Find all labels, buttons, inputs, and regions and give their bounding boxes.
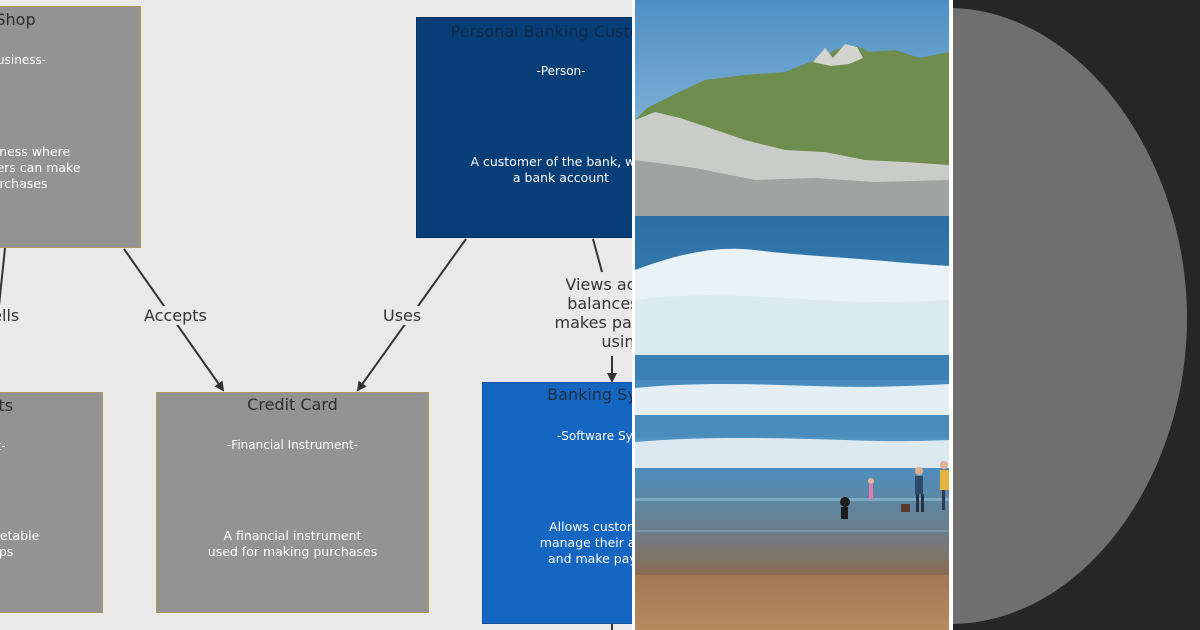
diagram-panel: Sells Accepts Uses Views account balance… (0, 0, 632, 630)
node-customer-type: -Person- (536, 64, 586, 78)
sea-band-2 (635, 355, 949, 380)
node-credit-card-desc-line-1: A financial instrument (223, 528, 362, 543)
node-credit-card-desc: A financial instrument used for making p… (157, 528, 428, 560)
edge-views (592, 238, 603, 273)
node-shop-title: Shop (0, 10, 36, 29)
edge-label-views-line-3: makes payments (554, 313, 632, 332)
beach-photo-illustration (635, 0, 949, 630)
node-products-type: -Product- (0, 439, 6, 453)
node-customer-desc: A customer of the bank, with a bank acco… (417, 154, 632, 186)
node-customer-desc-line-2: a bank account (512, 170, 610, 185)
wave-3 (635, 438, 949, 468)
shallows (635, 468, 949, 578)
node-credit-card-title: Credit Card (247, 395, 338, 414)
node-shop-desc-line-3: purchases (0, 176, 48, 191)
node-products-desc-line-1: Fruit and vegetable (0, 528, 40, 543)
edge-label-accepts: Accepts (144, 306, 207, 325)
node-shop-desc-line-1: A business where (0, 144, 71, 159)
people-on-beach (840, 461, 949, 519)
sea-band-3 (635, 415, 949, 437)
node-credit-card-desc-line-2: used for making purchases (207, 544, 378, 559)
wave-2 (635, 384, 949, 415)
edge-label-views-line-1: Views account (565, 275, 632, 294)
edge-label-views-line-2: balances, and (567, 294, 632, 313)
edge-label-uses: Uses (383, 306, 422, 325)
summit-rocks (813, 44, 863, 66)
node-banking-system: Banking System -Software System- Allows … (482, 382, 632, 624)
node-banking-type: -Software System- (556, 429, 632, 443)
node-banking-desc: Allows customers to manage their account… (483, 519, 632, 567)
node-shop-desc: A business where customers can make purc… (0, 144, 140, 192)
divider-left (632, 0, 635, 630)
node-products-desc-line-2: from shops (0, 544, 14, 559)
node-banking-desc-line-3: and make payments (548, 551, 632, 566)
shoreline-streak-2 (635, 530, 949, 532)
wave-1-foam (635, 295, 949, 355)
node-customer-title: Personal Banking Customer (450, 22, 632, 41)
disc-shape (953, 8, 1187, 624)
node-products: Products -Product- Fruit and vegetable f… (0, 392, 103, 613)
disc (953, 8, 1187, 624)
sand (635, 575, 949, 630)
node-banking-desc-line-2: manage their accounts (539, 535, 632, 550)
node-banking-desc-line-1: Allows customers to (549, 519, 632, 534)
node-shop-desc-line-2: customers can make (0, 160, 81, 175)
node-banking-title: Banking System (547, 385, 632, 404)
beach-photo (635, 0, 949, 630)
edge-label-sells: Sells (0, 306, 19, 325)
edge-label-views: Views account balances, and makes paymen… (548, 275, 632, 351)
edge-sells (0, 247, 6, 306)
dark-panel (953, 0, 1200, 630)
divider-right (949, 0, 953, 630)
node-shop-type: -Business- (0, 53, 47, 67)
node-customer-desc-line-1: A customer of the bank, with (470, 154, 632, 169)
node-credit-card-type: -Financial Instrument- (226, 438, 359, 452)
node-products-desc: Fruit and vegetable from shops (0, 528, 102, 560)
node-credit-card: Credit Card -Financial Instrument- A fin… (156, 392, 429, 613)
node-shop: Shop -Business- A business where custome… (0, 6, 141, 248)
headland-rock-shadow (635, 160, 949, 218)
shoreline-streak (635, 498, 949, 501)
edge-label-views-line-4: using (601, 332, 632, 351)
node-personal-banking-customer: Personal Banking Customer -Person- A cus… (416, 17, 632, 238)
node-products-title: Products (0, 396, 14, 415)
